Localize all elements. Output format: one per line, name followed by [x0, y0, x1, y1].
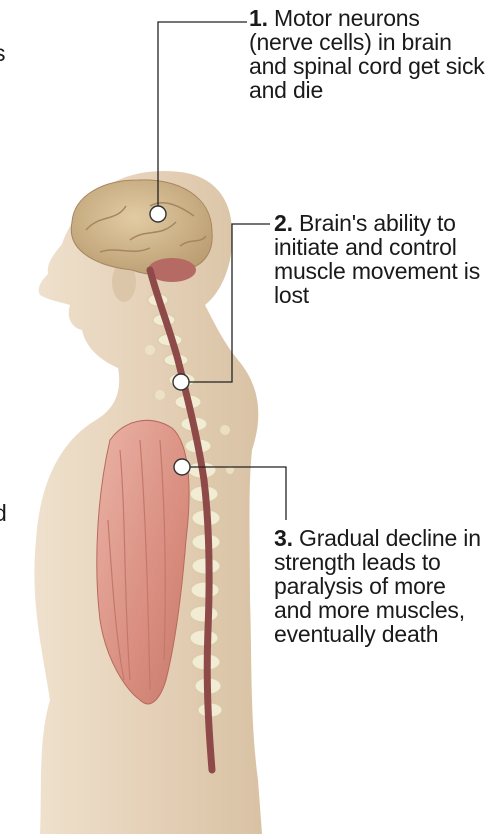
callout-2: 2. Brain's ability to initiate and contr…: [274, 211, 489, 307]
callout-number: 2.: [274, 210, 293, 236]
marker-2-icon: [173, 374, 189, 390]
marker-1-icon: [150, 206, 166, 222]
callout-number: 3.: [274, 525, 293, 551]
callout-1: 1. Motor neurons (nerve cells) in brain …: [249, 6, 489, 102]
marker-3-icon: [174, 459, 190, 475]
callout-3: 3. Gradual decline in strength leads to …: [274, 526, 489, 646]
callout-text: Gradual decline in strength leads to par…: [274, 525, 481, 647]
callout-text: Brain's ability to initiate and control …: [274, 210, 480, 308]
edge-fragment: s: [0, 40, 6, 67]
callout-number: 1.: [249, 5, 268, 31]
edge-fragment: d: [0, 500, 7, 527]
callout-text: Motor neurons (nerve cells) in brain and…: [249, 5, 485, 103]
